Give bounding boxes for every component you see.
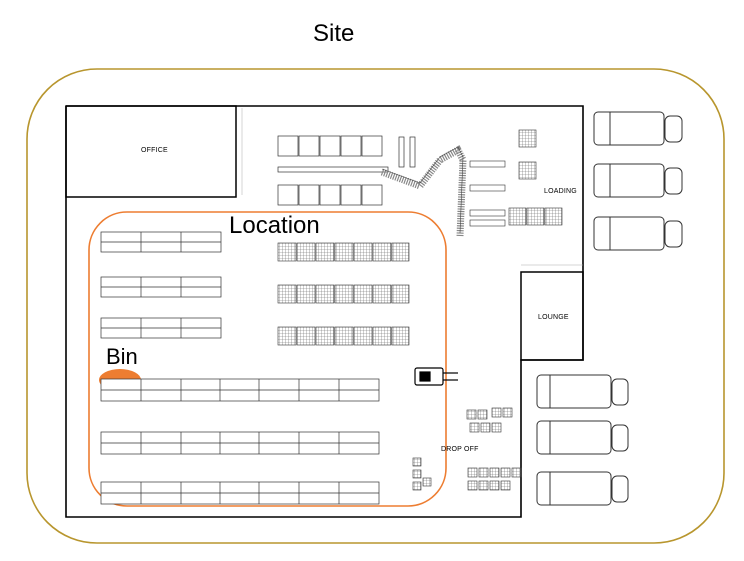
office-room [65, 105, 237, 198]
site-boundary [26, 68, 725, 544]
shelving-top [277, 135, 416, 206]
pallet-racks-center [277, 242, 410, 346]
office-label: OFFICE [141, 147, 168, 154]
site-title: Site [313, 20, 355, 47]
loading-label: LOADING [544, 188, 577, 195]
shelving-long [100, 378, 380, 505]
bin-title: Bin [106, 344, 138, 369]
lounge-room [520, 271, 584, 361]
conveyor [380, 145, 467, 237]
truck-icons [536, 111, 683, 506]
dropoff-label: DROP OFF [441, 446, 479, 453]
loading-racks [508, 129, 563, 226]
location-boundary [88, 211, 447, 507]
dropoff-pallets [412, 407, 522, 491]
lounge-label: LOUNGE [538, 314, 569, 321]
location-title: Location [229, 212, 320, 239]
shelving-left [100, 231, 222, 339]
forklift-icon [414, 367, 458, 386]
conveyor-racks [469, 160, 506, 227]
